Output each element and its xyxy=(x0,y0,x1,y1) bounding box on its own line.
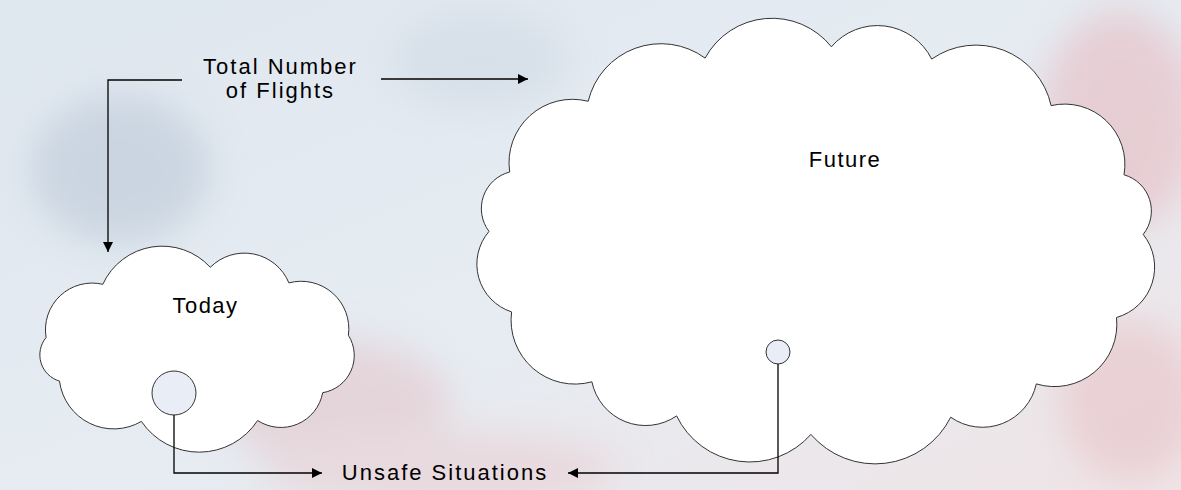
leader-arrow xyxy=(108,80,182,252)
cloud-shape: Future xyxy=(455,13,1177,468)
unsafe-circle xyxy=(152,371,196,415)
label-position: Unsafe Situations xyxy=(330,461,560,485)
label-position: Total Number of Flights xyxy=(193,55,368,103)
cloud-shape: Today xyxy=(15,237,380,457)
leader-arrow xyxy=(174,415,322,473)
unsafe-circle xyxy=(766,340,790,364)
cloud-title: Today xyxy=(31,293,380,319)
leader-arrow xyxy=(568,364,778,473)
leader-arrow xyxy=(381,78,528,79)
annotation-label: Total Number of Flights xyxy=(193,55,368,103)
annotation-label: Unsafe Situations xyxy=(330,461,560,485)
cloud-border xyxy=(477,18,1155,464)
cloud-outline xyxy=(455,13,1177,468)
cloud-title: Future xyxy=(513,147,1177,173)
cloud-border xyxy=(40,246,354,452)
cloud-outline xyxy=(15,237,380,457)
